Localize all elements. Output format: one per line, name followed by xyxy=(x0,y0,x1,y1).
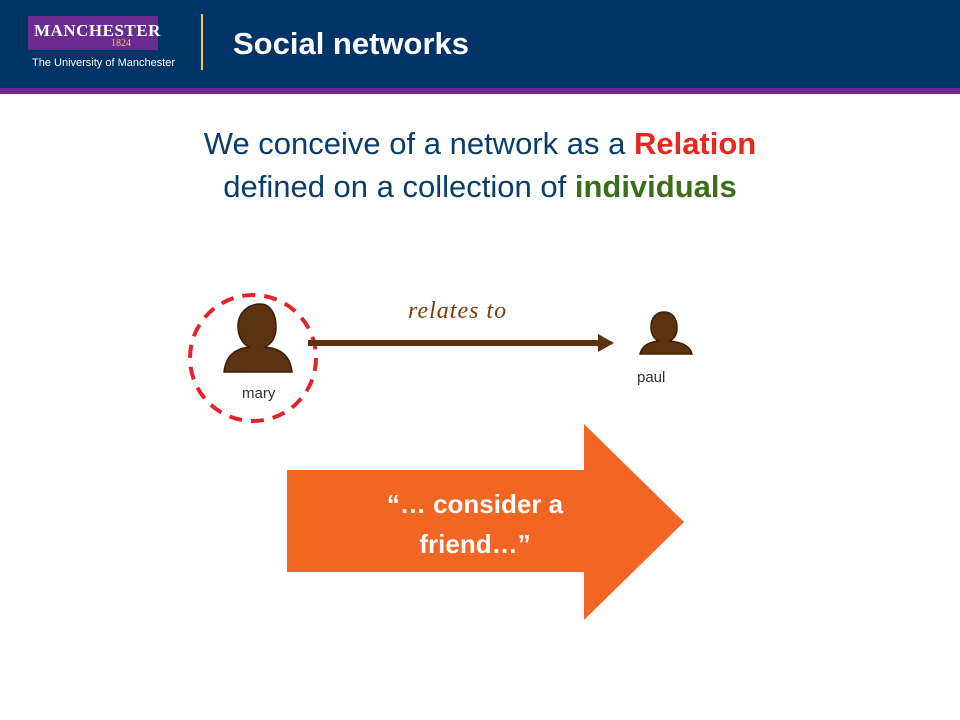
person-silhouette-icon xyxy=(223,303,293,373)
callout-text: “… consider a friend…” xyxy=(386,489,564,559)
university-logo: MANCHESTER 1824 The University of Manche… xyxy=(28,16,175,76)
logo-university-name: The University of Manchester xyxy=(32,57,176,69)
headline-individuals-keyword: individuals xyxy=(574,169,737,204)
headline: We conceive of a network as a Relation d… xyxy=(80,122,880,208)
person-label-mary: mary xyxy=(242,385,276,402)
relation-label: relates to xyxy=(408,298,508,324)
logo-name: MANCHESTER xyxy=(34,21,161,40)
slide-header: MANCHESTER 1824 The University of Manche… xyxy=(0,0,960,88)
logo-year: 1824 xyxy=(111,38,131,49)
person-label-paul: paul xyxy=(637,369,666,386)
logo-badge xyxy=(28,16,158,50)
header-divider xyxy=(201,14,203,70)
callout-arrow-shape xyxy=(287,424,684,620)
arrow-right-icon xyxy=(308,334,614,352)
slide-title: Social networks xyxy=(233,26,470,61)
person-silhouette-icon xyxy=(639,311,693,355)
selection-ring xyxy=(188,293,318,423)
headline-relation-keyword: Relation xyxy=(633,126,757,161)
header-rule xyxy=(0,88,960,94)
headline-line1-text: We conceive of a network as a xyxy=(203,126,634,161)
headline-line2-text: defined on a collection of xyxy=(223,169,575,204)
